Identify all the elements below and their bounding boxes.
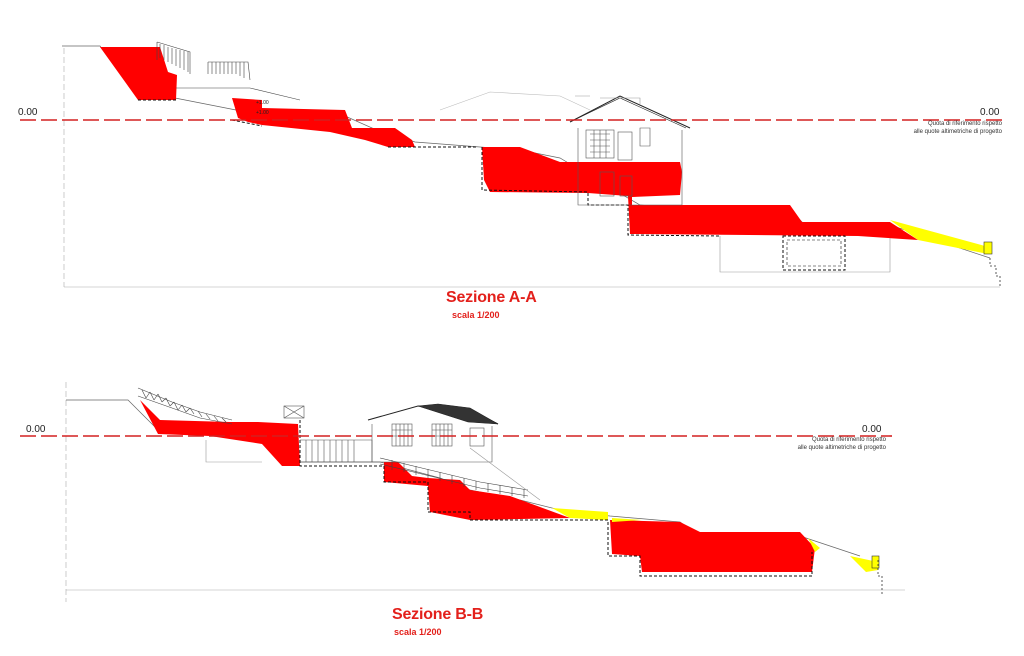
section-a-scale: scala 1/200 <box>452 310 500 320</box>
section-a-datum-left-label: 0.00 <box>18 107 38 118</box>
section-a-fill-area <box>890 220 988 254</box>
section-a-foundation <box>138 99 478 148</box>
section-b-fill-area <box>552 508 608 520</box>
section-b-datum-note-line2: alle quote altimetriche di progetto <box>797 445 886 451</box>
section-b-foundation <box>299 420 813 577</box>
section-a-fill-area <box>983 241 993 255</box>
section-b-datum-right-label: 0.00 <box>862 424 882 435</box>
section-b-fill-area <box>850 556 878 572</box>
section-b-fill-area <box>808 538 820 552</box>
section-a-railing <box>156 41 301 101</box>
section-b-fill-area <box>612 518 642 522</box>
section-a-building <box>439 91 691 206</box>
section-a-cut-area <box>232 98 415 147</box>
section-b-wall-outline <box>205 440 262 463</box>
section-b-cut-area <box>610 520 815 572</box>
section-b-railing <box>137 387 233 425</box>
section-a-level-label: +1.00 <box>256 100 269 106</box>
section-a-wall-outline <box>719 236 891 273</box>
section-a-title: Sezione A-A <box>446 289 537 306</box>
section-a-cut-area <box>100 47 177 100</box>
section-b-cut-area <box>140 400 300 466</box>
section-a-tank <box>786 239 842 267</box>
section-a-datum-note-line1: Quota di riferimento rispetto <box>927 121 1002 127</box>
section-b-datum-note: Quota di riferimento rispetto alle quote… <box>798 436 886 452</box>
section-b-building <box>283 403 499 463</box>
section-b-end-post <box>877 560 883 596</box>
section-a-cut-area <box>482 147 918 240</box>
section-b-drawing <box>20 382 905 602</box>
section-a-tank <box>782 235 846 271</box>
section-b-datum-note-line1: Quota di riferimento rispetto <box>811 437 886 443</box>
section-b-datum-left-label: 0.00 <box>26 424 46 435</box>
section-a-datum-note: Quota di riferimento rispetto alle quote… <box>914 120 1002 136</box>
section-b-scale: scala 1/200 <box>394 627 442 637</box>
section-a-datum-note-line2: alle quote altimetriche di progetto <box>913 129 1002 135</box>
section-b-fill-area <box>871 555 880 569</box>
section-b-title: Sezione B-B <box>392 606 484 623</box>
section-b-cut-area <box>384 462 570 520</box>
section-a-end-post <box>989 258 1001 287</box>
section-a-drawing: +1.00 +1.00 <box>20 41 1004 288</box>
section-a-datum-right-label: 0.00 <box>980 107 1000 118</box>
section-b-stair <box>379 447 541 501</box>
section-a-level-label: +1.00 <box>256 110 269 116</box>
